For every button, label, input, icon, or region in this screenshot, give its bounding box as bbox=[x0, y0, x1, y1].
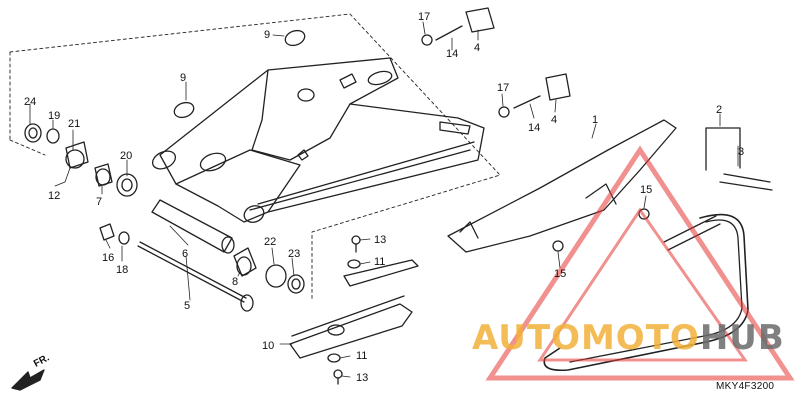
callout-c9b: 9 bbox=[180, 72, 187, 84]
fr-arrow bbox=[11, 369, 45, 391]
watermark-brand-part2: HUB bbox=[699, 318, 785, 358]
callout-c20: 20 bbox=[120, 150, 133, 162]
bolt-15-b bbox=[552, 240, 564, 252]
callout-c9a: 9 bbox=[264, 29, 271, 41]
callout-c5: 5 bbox=[184, 300, 191, 312]
bearing-21 bbox=[65, 141, 89, 169]
watermark-triangle bbox=[485, 145, 795, 381]
slider-upper bbox=[343, 259, 419, 287]
callout-c11b: 11 bbox=[356, 350, 368, 362]
chain-case bbox=[447, 119, 677, 253]
callout-c11a: 11 bbox=[374, 256, 386, 268]
nut-16 bbox=[99, 223, 115, 241]
washer-18 bbox=[118, 231, 130, 245]
watermark-brand-part1: AUTOMOTO bbox=[472, 318, 700, 358]
grommet-9-top bbox=[284, 29, 306, 47]
watermark-brand: AUTOMOTOHUB bbox=[472, 318, 785, 358]
collar-8 bbox=[233, 247, 257, 277]
bolt-14-top bbox=[435, 25, 463, 41]
callout-c17b: 17 bbox=[497, 82, 510, 94]
callout-c19: 19 bbox=[48, 110, 61, 122]
ring-19 bbox=[46, 128, 60, 144]
callout-c14a: 14 bbox=[446, 48, 459, 60]
swingarm bbox=[151, 57, 485, 223]
leader-lines bbox=[29, 21, 739, 378]
drive-chain bbox=[543, 213, 749, 372]
callout-c6: 6 bbox=[182, 248, 189, 260]
collar-7 bbox=[94, 163, 113, 187]
callout-c8: 8 bbox=[232, 276, 239, 288]
callout-c7: 7 bbox=[96, 196, 103, 208]
callout-c15a: 15 bbox=[640, 184, 653, 196]
callout-c10: 10 bbox=[262, 340, 275, 352]
nut-17-low bbox=[498, 106, 510, 118]
callout-c2: 2 bbox=[716, 104, 723, 116]
callout-c15b: 15 bbox=[554, 268, 567, 280]
bearing-22 bbox=[265, 264, 287, 288]
callout-c17a: 17 bbox=[418, 11, 431, 23]
grommet-9-mid bbox=[173, 101, 195, 119]
assembly-frame-dashed bbox=[9, 13, 501, 301]
callout-c1: 1 bbox=[592, 114, 599, 126]
chain-joint-3 bbox=[719, 173, 773, 191]
seal-24 bbox=[24, 123, 42, 143]
callout-c4a: 4 bbox=[474, 42, 481, 54]
callout-c22: 22 bbox=[264, 236, 277, 248]
callout-c24: 24 bbox=[24, 96, 37, 108]
callout-c16: 16 bbox=[102, 252, 115, 264]
callout-c3: 3 bbox=[738, 146, 745, 158]
callout-c21: 21 bbox=[68, 118, 81, 130]
callout-c23: 23 bbox=[288, 248, 301, 260]
bolt-14-low bbox=[513, 95, 541, 109]
pivot-collar-6 bbox=[151, 199, 233, 253]
callout-c4b: 4 bbox=[551, 114, 558, 126]
chain-slider bbox=[289, 303, 413, 359]
nut-17-top bbox=[421, 34, 433, 46]
callout-c12: 12 bbox=[48, 190, 61, 202]
callout-c13b: 13 bbox=[356, 372, 369, 384]
clip-11-b bbox=[327, 353, 341, 363]
pivot-bolt-5 bbox=[137, 245, 245, 303]
bolt-13-a bbox=[351, 235, 361, 245]
part-code: MKY4F3200 bbox=[716, 381, 775, 392]
bearing-20 bbox=[116, 173, 138, 197]
callout-c14b: 14 bbox=[528, 122, 541, 134]
clip-11-a bbox=[347, 259, 361, 269]
callout-c18: 18 bbox=[116, 264, 129, 276]
seal-23 bbox=[287, 274, 305, 294]
adjuster-4-top bbox=[465, 7, 495, 33]
adjuster-4-low bbox=[545, 73, 571, 101]
bolt-13-b bbox=[333, 369, 343, 379]
callout-c13a: 13 bbox=[374, 234, 387, 246]
